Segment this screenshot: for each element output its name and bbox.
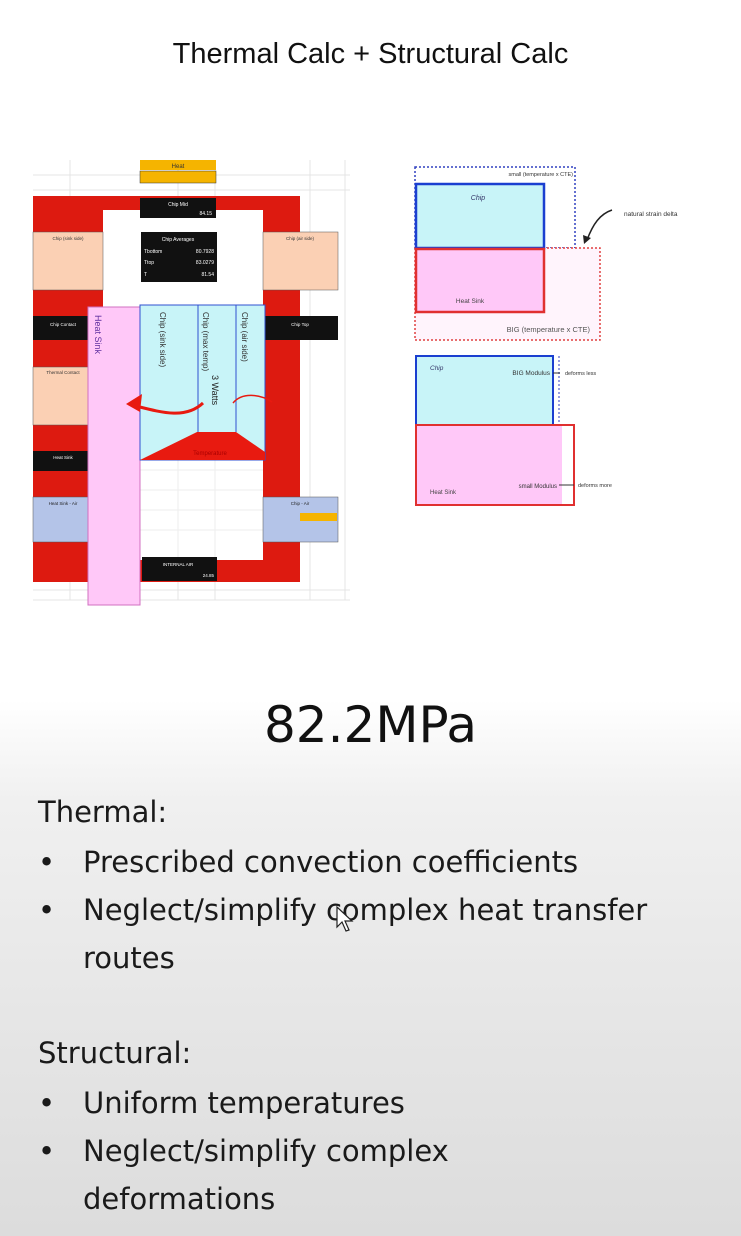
- internal-air-value: 24.85: [203, 573, 215, 578]
- chip-label-bottom: Chip: [430, 365, 444, 372]
- deforms-less-label: deforms less: [565, 371, 596, 377]
- chip-mid-label: Chip Mid: [168, 202, 188, 208]
- slide-title: Thermal Calc + Structural Calc: [172, 38, 569, 70]
- heat-sink-box: Heat Sink: [53, 455, 73, 460]
- chip-air-side-box: Chip (air side): [286, 236, 315, 241]
- big-modulus-label: BIG Modulus: [512, 370, 550, 377]
- chip-column-sink-side: Chip (sink side): [158, 312, 167, 367]
- heat-sink-strip-label: Heat Sink: [93, 315, 103, 355]
- t-label: T: [144, 272, 147, 278]
- mouse-cursor-icon: [336, 905, 354, 932]
- thermal-structural-figures: Heat Chip Mid 84.15 Chip Averages Tbotto…: [32, 160, 678, 606]
- power-label: 3 Watts: [210, 375, 220, 406]
- chip-rect-top: [414, 182, 546, 250]
- chip-rect-bottom: [415, 355, 554, 426]
- heat-sink-label-top: Heat Sink: [456, 298, 485, 305]
- structural-heading: Structural:: [38, 1036, 192, 1070]
- heat-sink-air-box: Heat Sink - Air: [49, 501, 78, 506]
- tbottom-label: Tbottom: [144, 249, 162, 255]
- chip-mid-value: 84.15: [199, 211, 212, 217]
- chip-averages-label: Chip Averages: [162, 237, 195, 243]
- big-cte-label: BIG (temperature x CTE): [507, 325, 591, 334]
- chip-column-max-temp: Chip (max temp): [201, 312, 210, 371]
- chip-top-box: Chip Top: [291, 322, 309, 327]
- small-cte-label: small (temperature x CTE): [509, 172, 574, 178]
- bullet-text: Uniform temperatures: [83, 1086, 405, 1120]
- bullet-text: Neglect/simplify complex heat transfer r…: [83, 893, 648, 975]
- chip-label-top: Chip: [471, 195, 486, 202]
- chip-sink-side-box: Chip (sink side): [52, 236, 84, 241]
- heat-sink-label-bottom: Heat Sink: [430, 490, 457, 496]
- tbottom-value: 80.7928: [196, 249, 214, 255]
- chip-contact-box: Chip Contact: [50, 322, 77, 327]
- bullet-text: Prescribed convection coefficients: [83, 845, 579, 879]
- internal-air-label: INTERNAL AIR: [163, 562, 194, 567]
- chip-column-air-side: Chip (air side): [240, 312, 249, 362]
- natural-strain-delta-label: natural strain delta: [624, 211, 678, 218]
- result-value: 82.2MPa: [263, 696, 477, 754]
- heat-sink-rect-top: [414, 247, 546, 314]
- bullet-text: Neglect/simplify complex deformations: [83, 1134, 449, 1216]
- thermal-contact-box: Thermal Contact: [46, 370, 80, 375]
- thermal-heading: Thermal:: [38, 795, 168, 829]
- heat-label: Heat: [172, 164, 185, 170]
- heat-cell: [140, 160, 216, 170]
- heat-sink-strip: [87, 306, 141, 606]
- small-modulus-label: small Modulus: [519, 484, 557, 490]
- temperature-label: Temperature: [193, 451, 227, 457]
- deforms-more-label: deforms more: [578, 483, 612, 489]
- t-value: 81.54: [201, 272, 214, 278]
- ttop-label: Ttop: [144, 260, 154, 266]
- chip-air-box: Chip - Air: [291, 501, 310, 506]
- temperature-trapezoid: [140, 432, 265, 460]
- ttop-value: 83.0279: [196, 260, 214, 266]
- heat-sink-rect-bottom: [415, 424, 575, 506]
